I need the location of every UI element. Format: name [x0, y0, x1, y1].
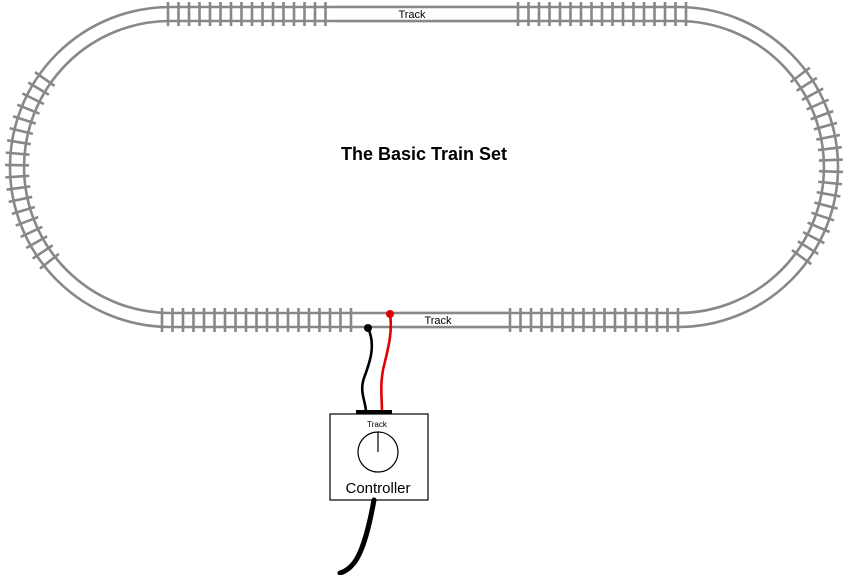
- railroad-tie: [25, 235, 48, 250]
- railroad-tie: [802, 230, 825, 245]
- railroad-ties: [4, 2, 843, 332]
- diagram-title: The Basic Train Set: [341, 144, 507, 164]
- railroad-tie: [818, 180, 843, 186]
- controller-terminal-bar: [356, 410, 392, 414]
- controller: Track Controller: [329, 410, 429, 501]
- track-loop: [4, 2, 843, 332]
- railroad-tie: [11, 205, 36, 216]
- railroad-tie: [797, 240, 819, 256]
- railroad-tie: [795, 76, 818, 92]
- railroad-tie: [818, 169, 843, 174]
- negative-wire: [360, 327, 374, 413]
- track-label-bottom-group: Track: [400, 311, 508, 329]
- power-cord: [337, 497, 377, 575]
- railroad-tie: [816, 133, 841, 141]
- controller-label: Controller: [345, 480, 410, 497]
- positive-terminal: [386, 310, 394, 318]
- controller-terminal-label: Track: [367, 420, 388, 429]
- railroad-tie: [814, 201, 838, 210]
- railroad-tie: [807, 221, 831, 234]
- railroad-tie: [810, 211, 835, 222]
- railroad-tie: [12, 115, 37, 125]
- wires: [360, 310, 394, 413]
- positive-wire: [380, 313, 393, 413]
- railroad-tie: [15, 215, 39, 227]
- railroad-tie: [813, 121, 838, 131]
- railroad-tie: [27, 81, 50, 96]
- railroad-tie: [39, 252, 60, 270]
- inner-rail: [22, 19, 826, 315]
- outer-rail: [8, 5, 840, 329]
- railroad-tie: [8, 195, 33, 204]
- railroad-tie: [806, 98, 830, 111]
- railroad-tie: [791, 249, 813, 266]
- railroad-tie: [817, 145, 842, 152]
- railroad-tie: [32, 244, 54, 260]
- railroad-tie: [789, 66, 811, 84]
- railroad-tie: [5, 151, 30, 157]
- railroad-tie: [34, 71, 56, 87]
- railroad-tie: [20, 225, 43, 239]
- railroad-tie: [6, 139, 32, 146]
- railroad-tie: [9, 126, 34, 136]
- railroad-tie: [16, 103, 40, 115]
- railroad-tie: [6, 185, 31, 191]
- track-label-top-group: Track: [336, 5, 516, 23]
- railroad-tie: [818, 158, 843, 162]
- railroad-tie: [816, 190, 841, 198]
- railroad-tie: [810, 109, 834, 121]
- railroad-tie: [21, 92, 45, 106]
- railroad-tie: [801, 87, 824, 102]
- negative-terminal: [364, 324, 372, 332]
- railroad-tie: [5, 174, 30, 179]
- track-label-bottom: Track: [424, 315, 452, 327]
- track-label-top: Track: [398, 9, 426, 21]
